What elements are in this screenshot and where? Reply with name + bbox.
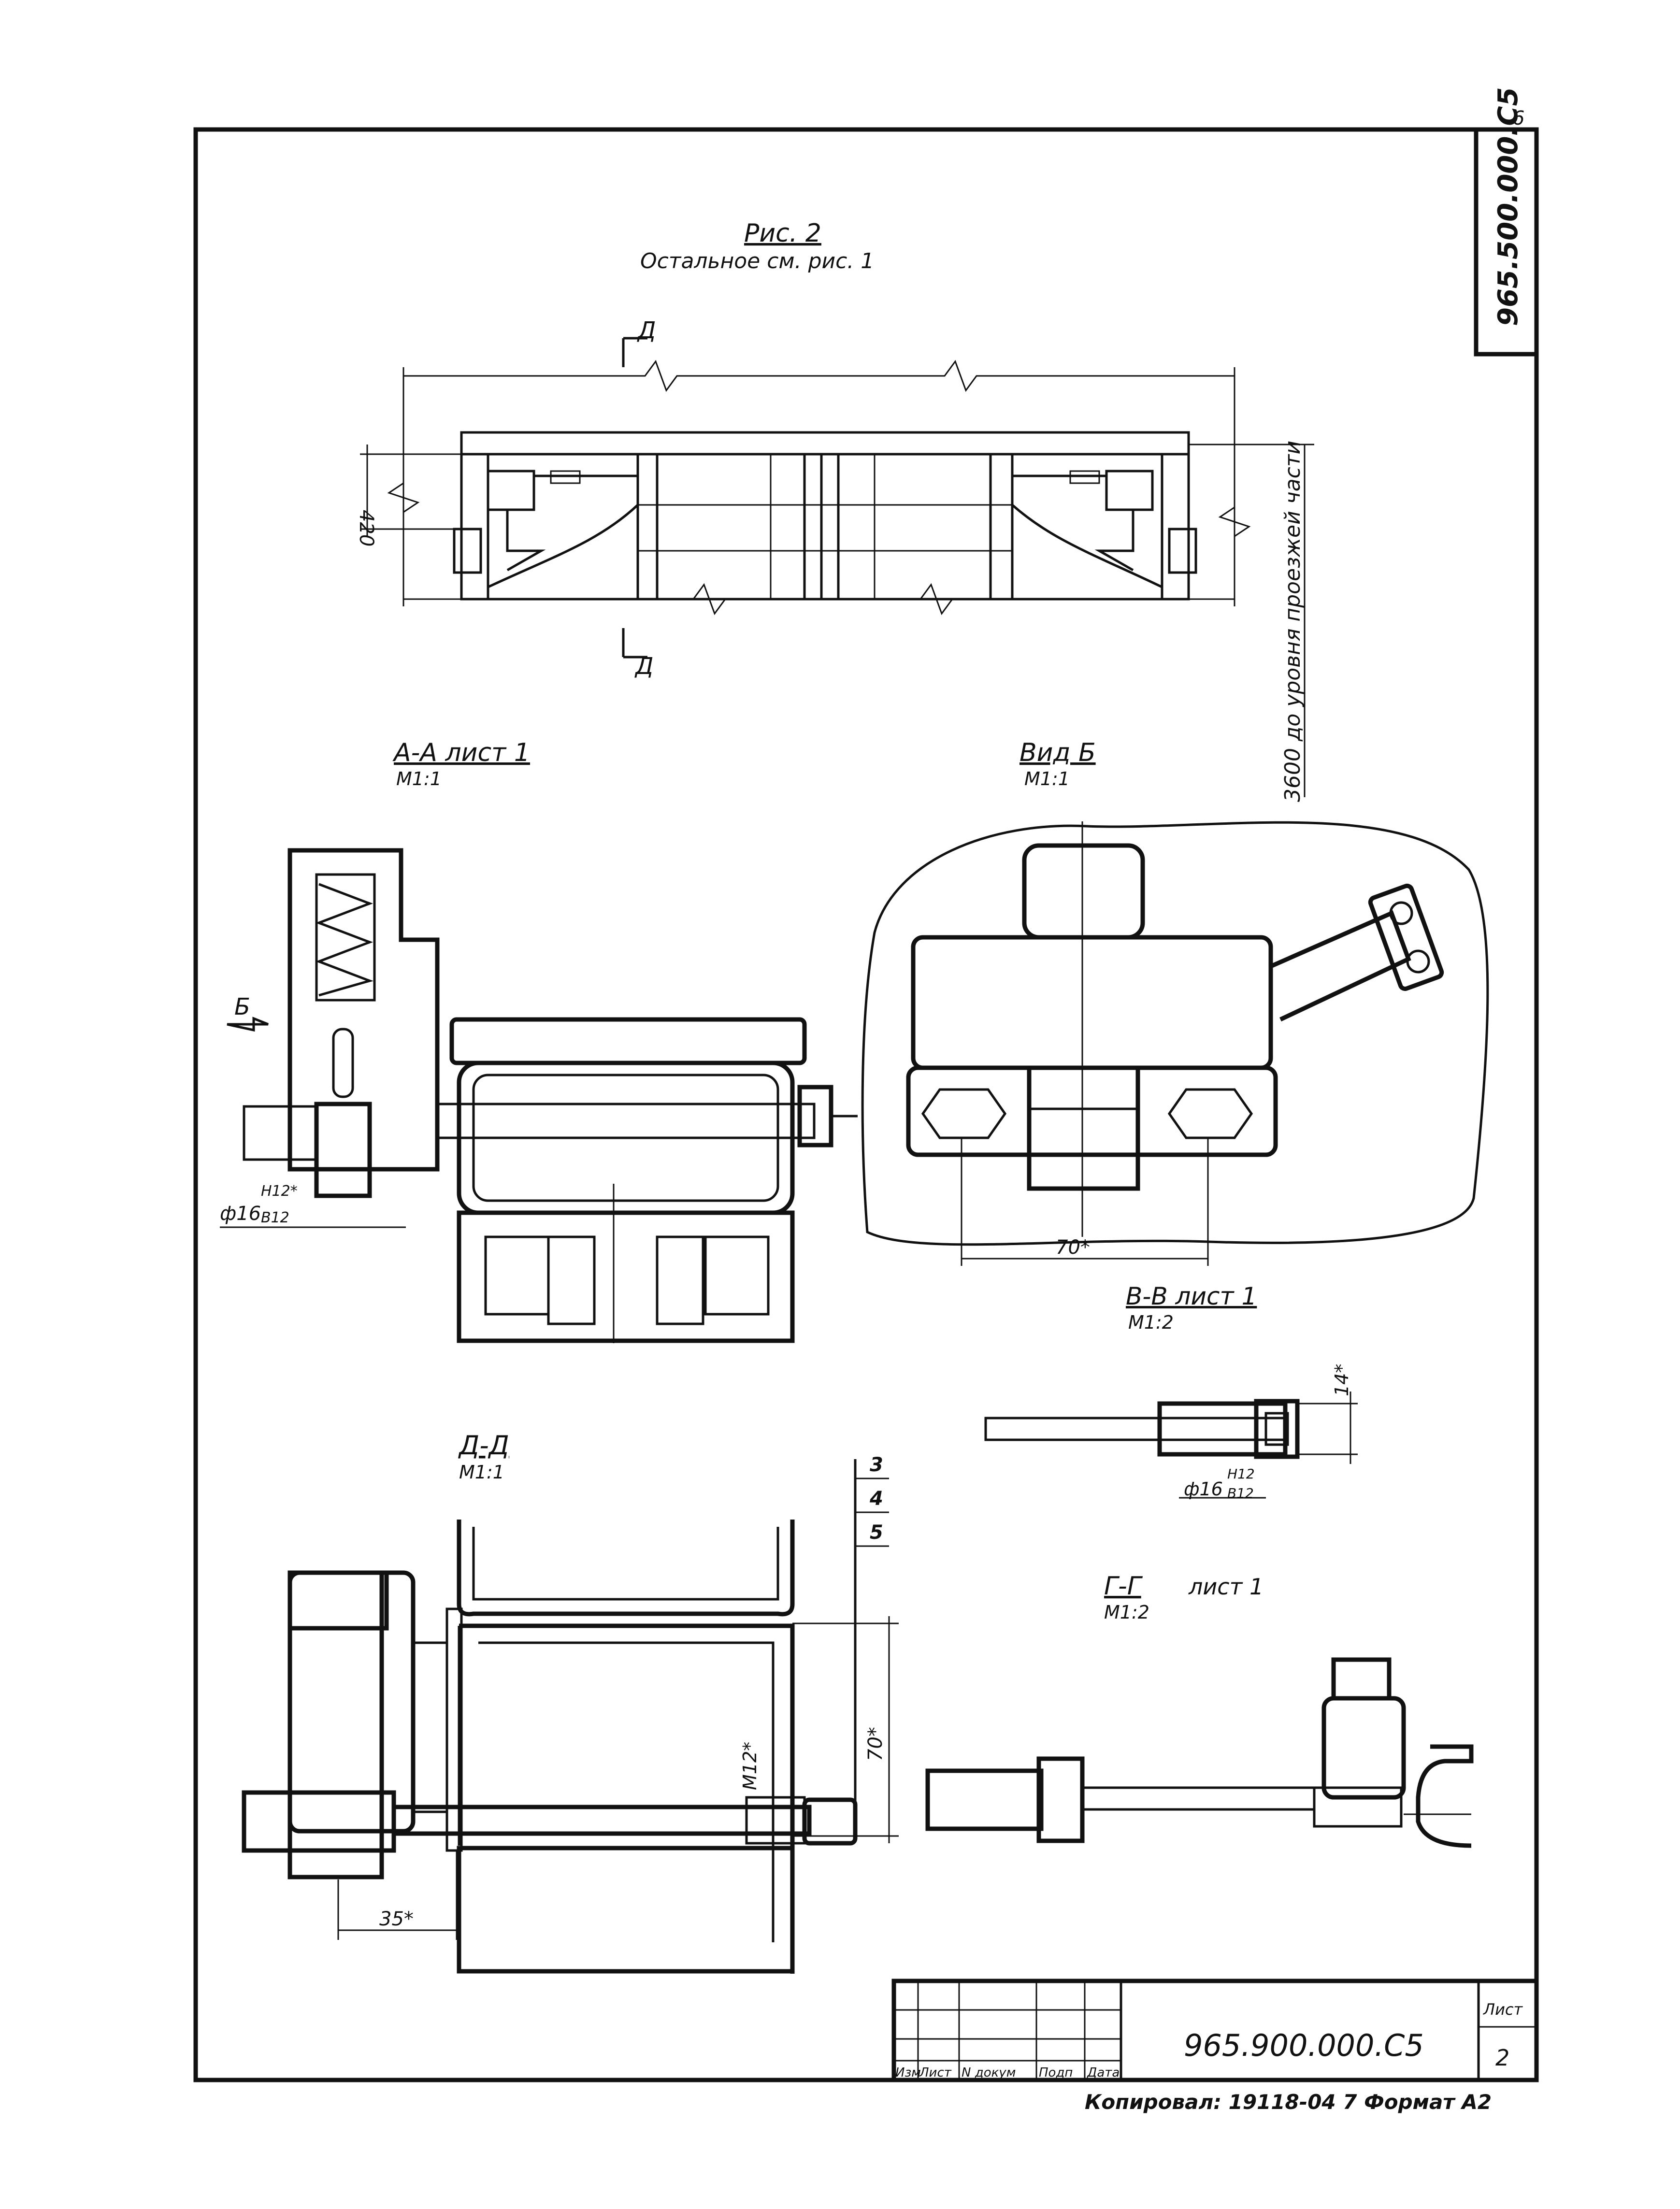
figure2-subtitle: Остальное см. рис. 1 bbox=[640, 249, 874, 273]
view-vv-scale: М1:2 bbox=[1128, 1312, 1174, 1333]
view-vv-fit-top: H12 bbox=[1227, 1466, 1255, 1482]
view-aa-fit-top: H12* bbox=[261, 1183, 298, 1200]
view-dd-title: Д-Д bbox=[458, 1430, 509, 1461]
view-aa-arrow-label: Б bbox=[234, 993, 250, 1020]
view-gg-sheet-ref: лист 1 bbox=[1188, 1574, 1264, 1600]
figure2-dim-height: 420 bbox=[355, 510, 377, 546]
view-aa-fit: ф16 bbox=[220, 1203, 261, 1225]
drawing-frame bbox=[193, 127, 1539, 2082]
view-vv-title: В-В лист 1 bbox=[1126, 1282, 1257, 1310]
section-dd-drawing bbox=[242, 1459, 899, 1974]
callout-4: 4 bbox=[869, 1488, 883, 1510]
view-vv-fit-bottom: В12 bbox=[1227, 1485, 1254, 1501]
figure2-header: Рис. 2 Остальное см. рис. 1 bbox=[640, 219, 874, 273]
callout-5: 5 bbox=[870, 1521, 883, 1544]
sheet-number: 2 bbox=[1495, 2045, 1509, 2071]
view-b-dim: 70* bbox=[1056, 1236, 1090, 1259]
title-header-doc: N докум bbox=[962, 2066, 1016, 2080]
section-vv-drawing bbox=[984, 1391, 1358, 1499]
title-header-list: Лист bbox=[919, 2066, 952, 2080]
callout-3: 3 bbox=[870, 1454, 883, 1476]
view-vv-fit: ф16 bbox=[1184, 1478, 1223, 1500]
view-b-drawing bbox=[861, 821, 1489, 1266]
view-b-arrow bbox=[227, 1017, 269, 1032]
view-aa-title: А-А лист 1 bbox=[392, 738, 530, 767]
corner-page-number: 6 bbox=[1512, 107, 1524, 129]
view-gg-title: Г-Г bbox=[1104, 1572, 1143, 1601]
view-vv-dim: 14* bbox=[1331, 1364, 1352, 1396]
view-b-scale: М1:1 bbox=[1024, 768, 1070, 789]
footer-note: Копировал: 19118-04 7 Формат А2 bbox=[1085, 2090, 1492, 2114]
section-mark-bottom: Д bbox=[634, 653, 654, 680]
view-dd-dim-thread: М12* bbox=[739, 1742, 761, 1790]
view-dd-scale: М1:1 bbox=[459, 1462, 504, 1483]
section-gg-drawing bbox=[925, 1657, 1474, 1848]
view-dd-dim-offset: 35* bbox=[379, 1908, 414, 1930]
section-mark-top: Д bbox=[637, 317, 656, 344]
view-aa-fit-bottom: В12 bbox=[261, 1209, 289, 1226]
figure2-title: Рис. 2 bbox=[744, 219, 821, 248]
view-dd-dim-height: 70* bbox=[864, 1727, 887, 1761]
view-gg-scale: М1:2 bbox=[1104, 1602, 1149, 1623]
title-header-sign: Подп bbox=[1039, 2066, 1073, 2080]
title-header-izm: Изм bbox=[895, 2066, 921, 2080]
title-header-date: Дата bbox=[1087, 2066, 1120, 2080]
figure2-plan-view bbox=[360, 337, 1314, 797]
sheet-label: Лист bbox=[1483, 2000, 1523, 2019]
title-block bbox=[891, 1979, 1539, 2082]
figure2-level-note: 3600 до уровня проезжей части bbox=[1280, 441, 1305, 802]
side-code: 965.500.000.С5 bbox=[1493, 87, 1524, 326]
title-block-code: 965.900.000.С5 bbox=[1184, 2028, 1424, 2063]
section-aa-drawing bbox=[220, 848, 858, 1343]
view-b-title: Вид Б bbox=[1019, 738, 1096, 767]
view-aa-scale: М1:1 bbox=[396, 768, 442, 789]
